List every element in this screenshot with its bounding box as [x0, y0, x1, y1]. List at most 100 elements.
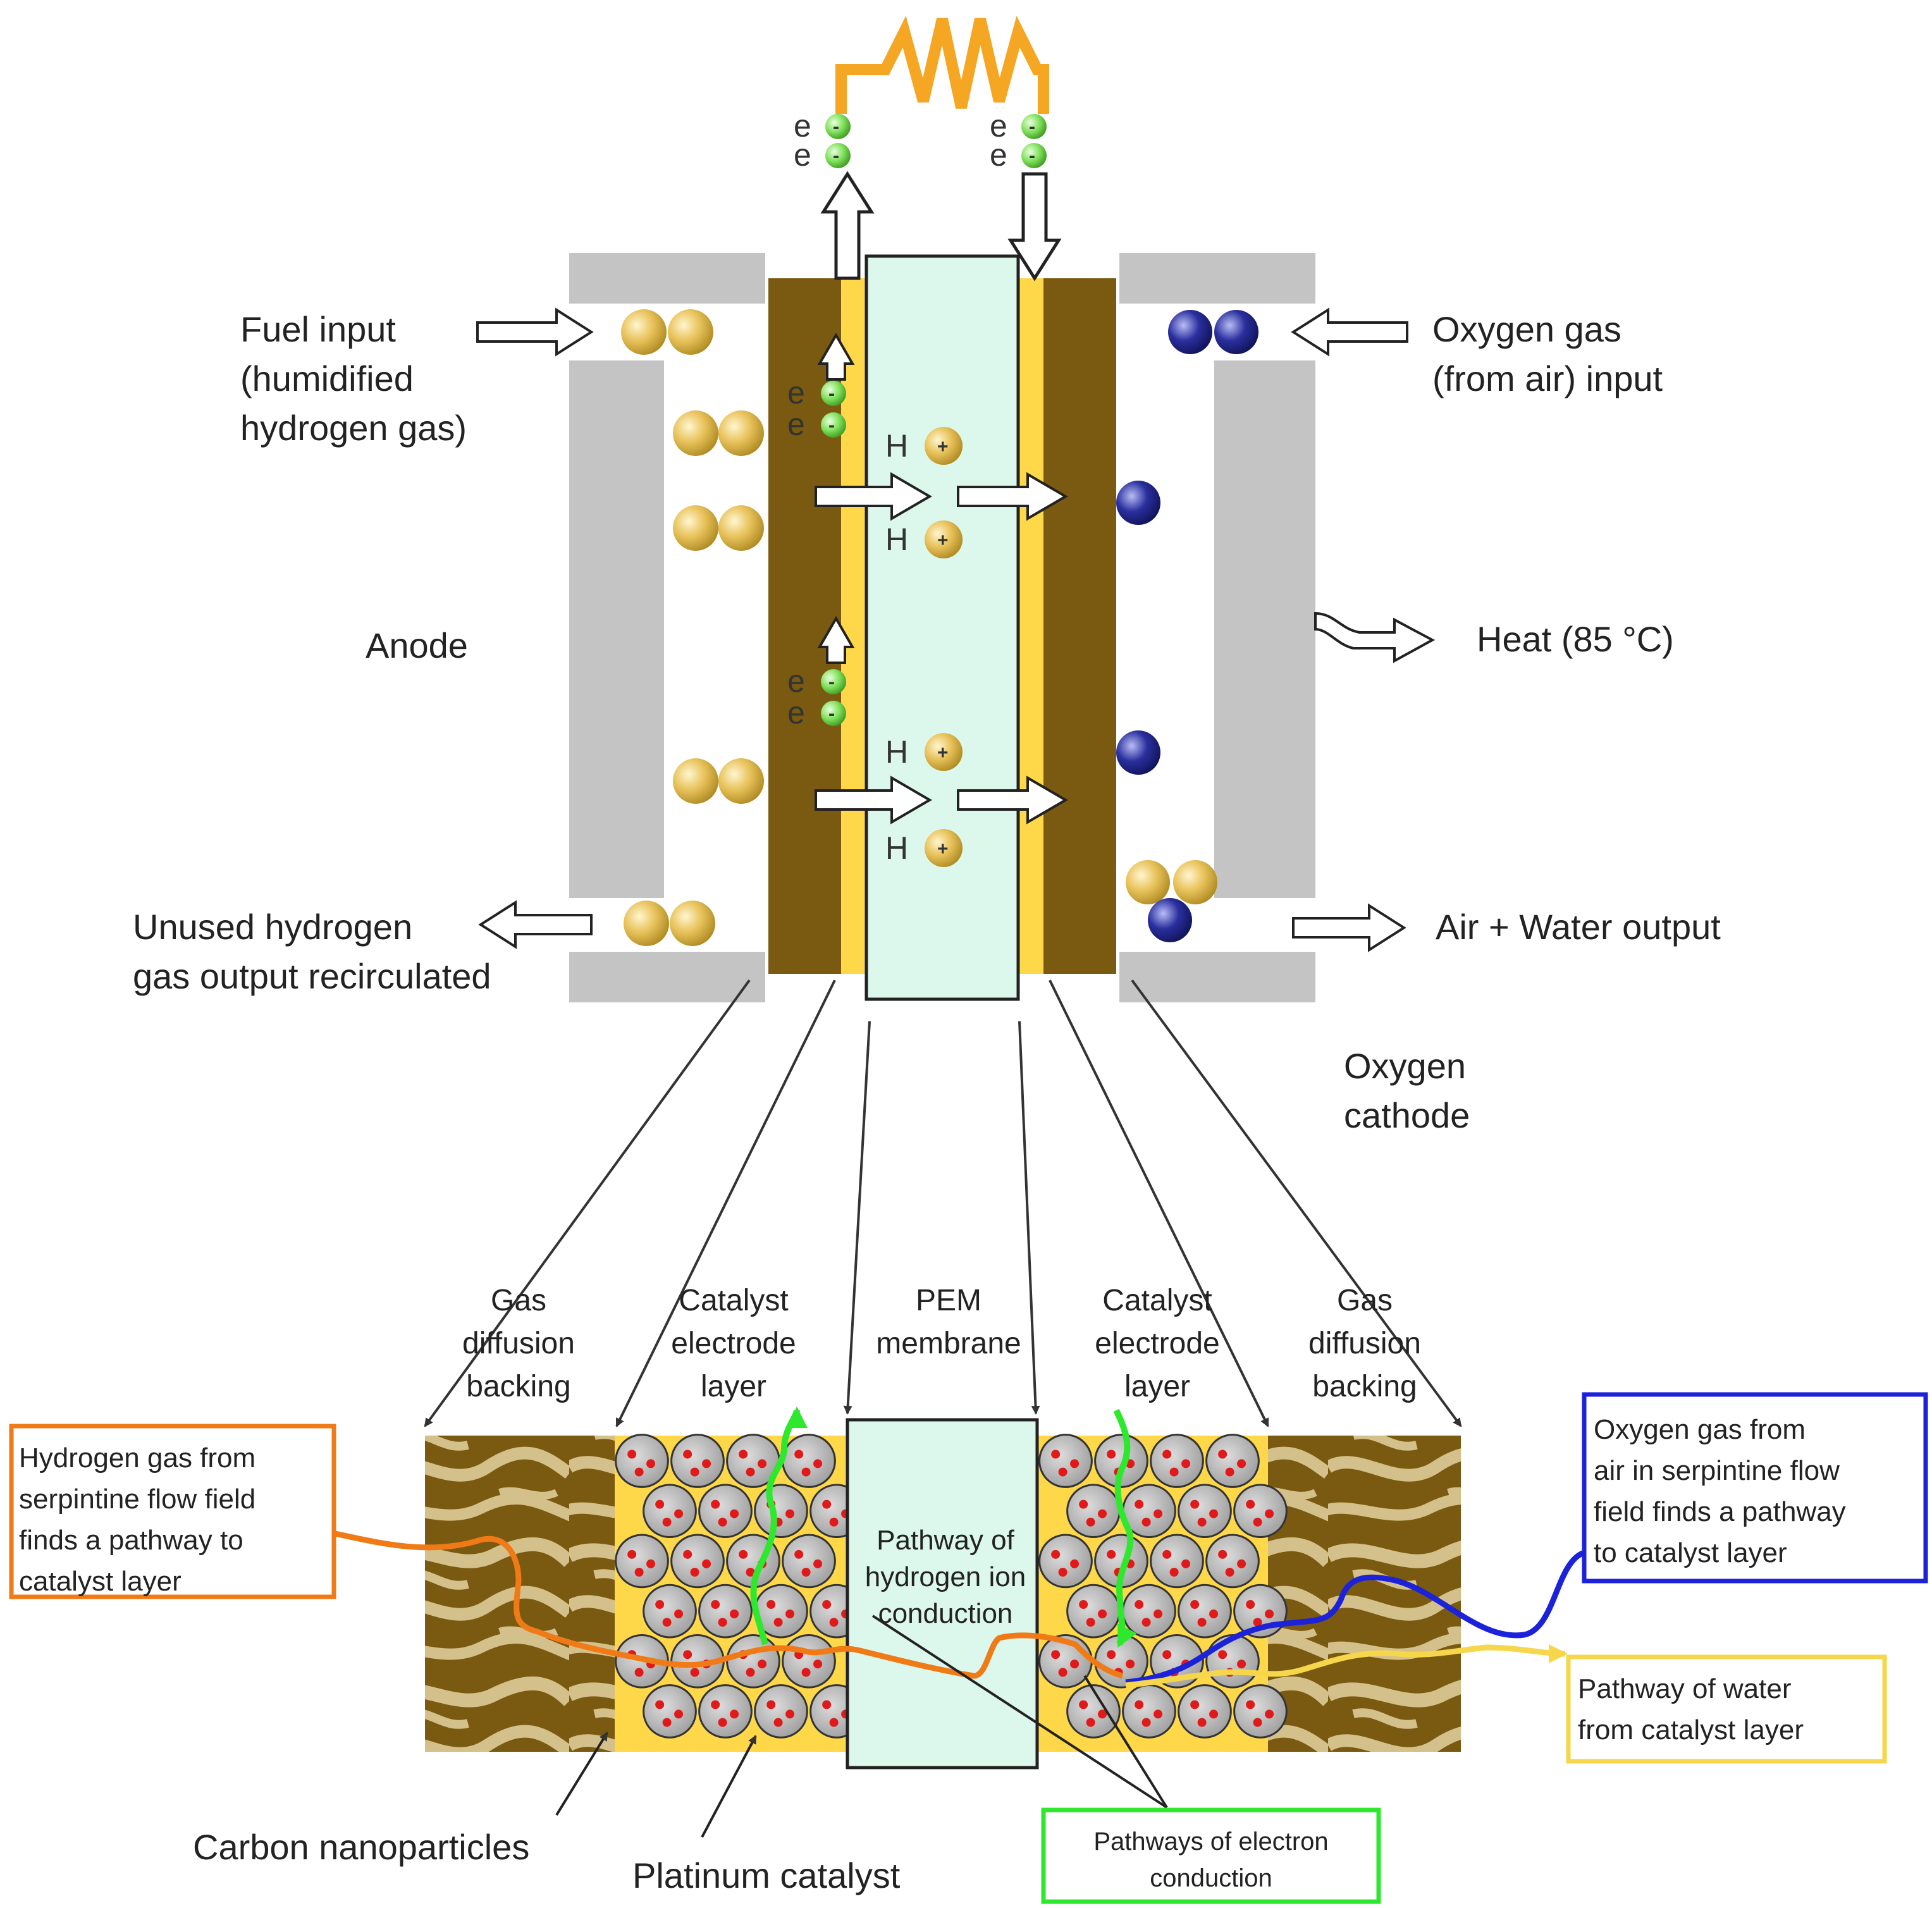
platinum-dot-icon: [1086, 1517, 1095, 1527]
air-water-output-label: Air + Water output: [1436, 907, 1721, 947]
carbon-nanoparticle-icon: [1233, 1684, 1288, 1739]
arrow-icon: [1007, 172, 1062, 281]
platinum-dot-icon: [1141, 1517, 1151, 1527]
carbon-nanoparticle-icon: [643, 1684, 697, 1739]
platinum-dot-icon: [690, 1568, 699, 1577]
arrow-icon: [817, 333, 855, 381]
anode-label: Anode: [366, 625, 468, 665]
electron-icon: [825, 114, 851, 139]
platinum-dot-icon: [794, 1449, 804, 1459]
platinum-dot-icon: [1265, 1509, 1274, 1518]
platinum-dot-icon: [1209, 1609, 1219, 1618]
platinum-dot-icon: [1079, 1700, 1088, 1709]
circuit-electrons-right: e e - -: [990, 108, 1047, 173]
arrow-icon: [815, 775, 932, 825]
platinum-dot-icon: [655, 1700, 665, 1709]
electron-label-pointer: [871, 1615, 1168, 1809]
label-line: finds a pathway to: [19, 1525, 243, 1556]
electron-charge: -: [833, 145, 839, 166]
label-line: gas output recirculated: [133, 956, 491, 996]
carbon-nanoparticle-icon: [698, 1484, 753, 1539]
platinum-dot-icon: [1169, 1467, 1179, 1477]
platinum-dot-icon: [829, 1618, 839, 1627]
hydrogen-molecule-icon: [1173, 860, 1217, 904]
platinum-dot-icon: [1079, 1499, 1088, 1509]
platinum-dot-icon: [1162, 1449, 1172, 1459]
platinum-dot-icon: [1237, 1459, 1246, 1468]
label-line: Gas: [491, 1284, 546, 1317]
label-line: catalyst layer: [19, 1566, 182, 1597]
pem-membrane-zoom: [846, 1418, 1039, 1770]
heat-label: Heat (85 °C): [1477, 619, 1674, 659]
platinum-dot-icon: [662, 1517, 672, 1527]
anode-electrons-upper: e e - -: [787, 333, 855, 442]
unused-hydrogen-label: Unused hydrogen gas output recirculated: [133, 907, 491, 996]
platinum-dot-icon: [773, 1618, 783, 1627]
platinum-dot-icon: [646, 1459, 656, 1468]
platinum-dot-icon: [822, 1600, 832, 1609]
label-line: Gas: [1337, 1284, 1393, 1317]
oxygen-atom-icon: [1168, 310, 1212, 354]
platinum-dot-icon: [1135, 1600, 1144, 1609]
platinum-dot-icon: [829, 1517, 839, 1527]
platinum-dot-icon: [1190, 1700, 1200, 1709]
platinum-dot-icon: [773, 1718, 783, 1727]
platinum-dot-icon: [822, 1700, 832, 1709]
carbon-nanoparticle-icon: [1205, 1534, 1260, 1589]
fuel-input-label: Fuel input (humidified hydrogen gas): [240, 309, 467, 448]
platinum-dot-icon: [1190, 1600, 1200, 1609]
connector-line: [843, 1021, 871, 1415]
electron-pathway-right: [1113, 1408, 1137, 1648]
oxygen-pathway-callout: Oxygen gas from air in serpintine flow f…: [1582, 1392, 1928, 1584]
platinum-dot-icon: [634, 1568, 644, 1577]
carbon-particles-left: [615, 1434, 864, 1739]
label-line: cathode: [1344, 1095, 1470, 1135]
platinum-dot-icon: [1265, 1709, 1274, 1719]
layer-label-catalyst-left: Catalyst electrode layer: [671, 1284, 796, 1403]
electron-charge: -: [1029, 145, 1035, 166]
platinum-dot-icon: [1253, 1718, 1262, 1727]
platinum-dot-icon: [674, 1709, 684, 1719]
zoom-connector-lines: [424, 979, 1462, 1427]
label-line: (humidified: [240, 359, 414, 398]
platinum-dot-icon: [1051, 1650, 1061, 1659]
callout-box: [9, 1424, 336, 1599]
ion-pathway-label: Pathway of hydrogen ion conduction: [865, 1525, 1026, 1629]
layer-label-gdb-left: Gas diffusion backing: [462, 1284, 575, 1403]
platinum-dot-icon: [730, 1509, 739, 1518]
platinum-dot-icon: [1058, 1668, 1068, 1677]
platinum-dot-icon: [655, 1600, 665, 1609]
electron-symbol: e: [787, 695, 805, 730]
label-line: air in serpintine flow: [1594, 1455, 1840, 1486]
platinum-dot-icon: [718, 1618, 727, 1627]
platinum-dot-icon: [683, 1549, 692, 1559]
platinum-dot-icon: [1218, 1650, 1227, 1659]
carbon-nanoparticle-icon: [1178, 1484, 1232, 1539]
platinum-dot-icon: [785, 1709, 795, 1719]
platinum-dot-icon: [1141, 1618, 1151, 1627]
carbon-nanoparticle-icon: [1150, 1434, 1204, 1488]
platinum-dot-icon: [1107, 1549, 1116, 1559]
anode-electrons-lower: e e - -: [787, 616, 855, 730]
label-line: field finds a pathway: [1594, 1496, 1846, 1527]
platinum-dot-icon: [766, 1700, 776, 1709]
platinum-dot-icon: [718, 1517, 727, 1527]
proton-charge: +: [937, 530, 949, 551]
hydrogen-molecules-anode: [621, 309, 764, 946]
platinum-dot-icon: [711, 1499, 720, 1509]
label-line: hydrogen gas): [240, 408, 467, 448]
electron-charge: -: [828, 383, 835, 404]
label-line: conduction: [878, 1598, 1013, 1629]
platinum-dot-icon: [758, 1659, 767, 1669]
electron-icon: [821, 701, 846, 726]
carbon-nanoparticle-icon: [1233, 1484, 1288, 1539]
hydrogen-molecule-icon: [668, 309, 713, 355]
air-water-output-arrow: [1292, 903, 1406, 952]
proton-symbol: H: [885, 830, 908, 866]
electron-icon: [821, 381, 846, 406]
arrow-icon: [820, 171, 875, 280]
platinum-dot-icon: [711, 1600, 720, 1609]
cathode-plate-top: [1119, 253, 1315, 304]
label-line: layer: [701, 1370, 766, 1403]
